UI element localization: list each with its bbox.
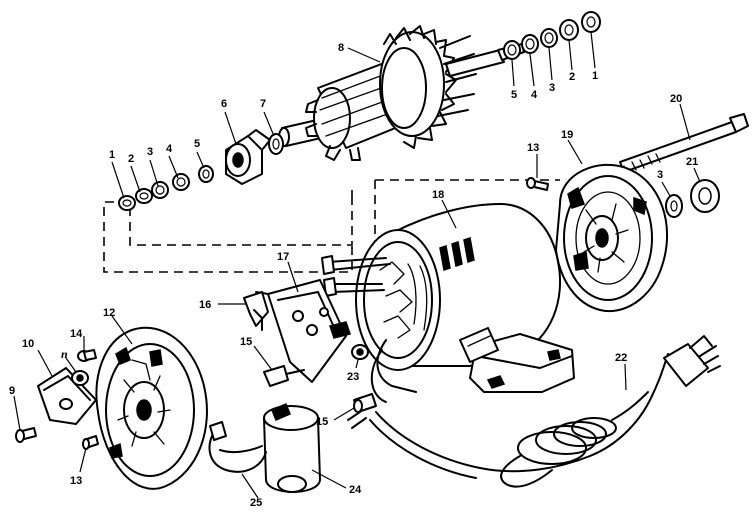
callout-22: 22 (615, 352, 627, 364)
callout-6: 6 (221, 98, 227, 110)
screw-part-13-top (526, 177, 549, 191)
cover-plate-part-10 (37, 367, 97, 425)
capacitor-clip-part-25 (208, 421, 267, 473)
right-washer-stack (503, 11, 601, 60)
callout-2-right: 2 (569, 71, 575, 83)
callout-2-left: 2 (128, 153, 134, 165)
callout-5-left: 5 (194, 138, 200, 150)
callout-1-left: 1 (109, 149, 115, 161)
callout-4-right: 4 (531, 89, 538, 101)
callout-15-lower: 15 (316, 416, 328, 428)
terminal-part-15-upper (263, 365, 305, 387)
terminal-part-15-lower (353, 393, 377, 413)
washer-part-21 (690, 179, 720, 213)
callout-3-right: 3 (549, 82, 555, 94)
end-bell-part-19 (555, 163, 669, 313)
callout-8: 8 (338, 42, 344, 54)
screw-part-9 (15, 427, 37, 443)
bearing-part-6 (225, 129, 271, 185)
stator-lead-wires (321, 255, 417, 403)
callout-24: 24 (349, 484, 362, 496)
washer-part-3-right (665, 194, 683, 218)
left-washer-stack (118, 165, 214, 211)
callout-15-upper: 15 (240, 336, 252, 348)
callout-3-left: 3 (147, 146, 153, 158)
snap-ring-part-7 (268, 133, 284, 155)
callout-3-end: 3 (657, 169, 663, 181)
callout-14: 14 (70, 328, 83, 340)
callout-20: 20 (670, 93, 682, 105)
through-bolt-part-20 (619, 113, 749, 175)
callout-labels: 1 2 3 4 5 6 7 8 5 4 3 2 1 20 13 19 3 21 … (9, 42, 698, 509)
end-bell-part-12 (95, 326, 208, 490)
callout-10: 10 (22, 338, 34, 350)
callout-25: 25 (250, 497, 262, 509)
stator-frame-part-18 (355, 203, 575, 393)
capacitor-part-24 (263, 403, 321, 493)
callout-11: n (61, 347, 68, 361)
screw-part-13-bottom (82, 435, 99, 450)
callout-13-bottom: 13 (70, 475, 82, 487)
rotor-armature-part-8 (278, 25, 525, 161)
callout-16: 16 (199, 299, 211, 311)
callout-13-top: 13 (527, 142, 539, 154)
callout-19: 19 (561, 129, 573, 141)
nut-part-11 (71, 370, 89, 386)
callout-4-left: 4 (166, 143, 173, 155)
callout-23: 23 (347, 371, 359, 383)
callout-7: 7 (260, 98, 266, 110)
callout-17: 17 (277, 251, 289, 263)
screw-part-14 (77, 349, 97, 362)
callout-18: 18 (432, 189, 444, 201)
power-cord-part-22 (347, 335, 721, 488)
callout-5-right: 5 (511, 89, 517, 101)
fitting-part-23 (351, 344, 369, 360)
callout-12: 12 (103, 307, 115, 319)
callout-9: 9 (9, 385, 15, 397)
leader-lines (13, 31, 701, 499)
callout-21: 21 (686, 156, 698, 168)
switch-contact-part-16 (243, 291, 269, 331)
callout-1-right: 1 (592, 70, 598, 82)
